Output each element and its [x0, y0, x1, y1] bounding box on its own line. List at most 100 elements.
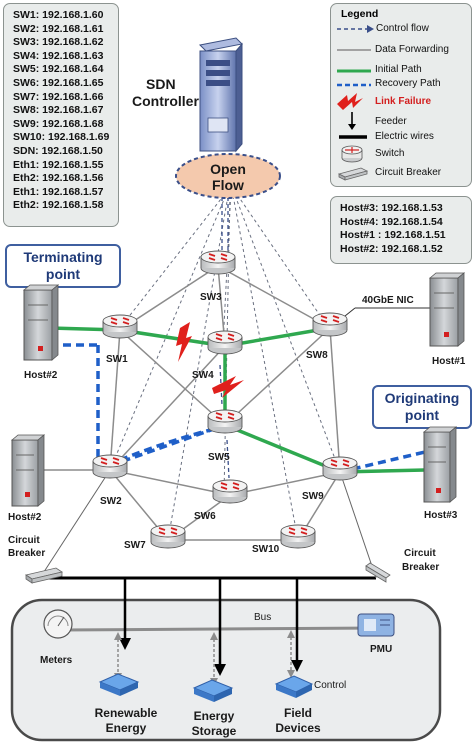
switch-sw1-icon: [102, 314, 138, 339]
switch-ip-entry-3: SW4: 192.168.1.63: [13, 49, 104, 62]
switch-ip-entry-4: SW5: 192.168.1.64: [13, 63, 104, 76]
switch-sw2-icon: [92, 454, 128, 479]
switch-sw9-icon: [322, 456, 358, 481]
controller-label-line1: SDN: [146, 76, 176, 92]
circuit-breaker-left-icon: [25, 567, 63, 584]
switch-icon: [341, 145, 363, 163]
renewable-label-line2: Energy: [106, 721, 147, 735]
control-flow-sw5-sw6: [226, 439, 230, 479]
switch-sw3-label: SW3: [200, 292, 222, 303]
switch-ip-entry-7: SW8: 192.168.1.67: [13, 104, 104, 117]
switch-sw5-icon: [207, 409, 243, 434]
legend-feeder: Feeder: [375, 116, 407, 127]
host1-server-icon: [428, 272, 466, 347]
link-failure-icon: [337, 93, 363, 110]
switch-sw10-label: SW10: [252, 544, 280, 555]
meter-icon: [43, 609, 73, 639]
circuit-breaker-right-line1: Circuit: [404, 548, 436, 559]
renewable-label-line1: Renewable: [95, 706, 158, 720]
energy-storage-icon: [192, 679, 234, 702]
switch-ip-entry-1: SW2: 192.168.1.61: [13, 22, 104, 35]
legend-initial-path: Initial Path: [375, 64, 422, 75]
switch-ip-entry-9: SW10: 192.168.1.69: [13, 131, 110, 144]
legend-switch: Switch: [375, 148, 405, 159]
host1-label: Host#1: [432, 356, 466, 367]
switch-sw2-label: SW2: [100, 496, 122, 507]
terminating-point-callout: Terminating point: [5, 244, 121, 288]
host3-server-icon: [422, 426, 458, 503]
circuit-breaker-right-line2: Breaker: [402, 562, 439, 573]
feeders: [123, 578, 299, 665]
feeder-arrow-field: [291, 660, 303, 672]
switch-sw4-icon: [207, 330, 243, 355]
host2-top-server-icon: [22, 284, 60, 361]
pmu-icon: [357, 613, 395, 637]
legend-electric-wires: Electric wires: [375, 131, 434, 142]
switch-sw8-label: SW8: [306, 350, 328, 361]
switch-sw8-icon: [312, 312, 348, 337]
link-failure-icon-sw1-sw4: [176, 322, 192, 362]
openflow-label-line2: Flow: [212, 177, 244, 193]
switch-ip-entry-6: SW7: 192.168.1.66: [13, 90, 104, 103]
switch-ip-entry-5: SW6: 192.168.1.65: [13, 76, 104, 89]
host2-top-label: Host#2: [24, 370, 58, 381]
circuit-breaker-icon: [337, 167, 369, 181]
openflow-ellipse: [175, 153, 281, 199]
feeder-arrow-storage: [214, 664, 226, 676]
circuit-breaker-right-icon: [365, 562, 391, 583]
pmu-label: PMU: [370, 644, 392, 655]
host-ip-entry-3: Host#2: 192.168.1.52: [340, 242, 443, 255]
legend-data-forwarding: Data Forwarding: [375, 44, 449, 55]
switch-sw6-label: SW6: [194, 511, 216, 522]
host3-label: Host#3: [424, 510, 458, 521]
switch-ip-entry-2: SW3: 192.168.1.62: [13, 36, 104, 49]
field-label-line1: Field: [284, 706, 312, 720]
field-label-line2: Devices: [275, 721, 321, 735]
host-ip-entry-2: Host#1 : 192.168.1.51: [340, 229, 446, 242]
switch-sw4-label: SW4: [192, 370, 214, 381]
field-devices-icon: [274, 675, 314, 698]
switch-ip-entry-0: SW1: 192.168.1.60: [13, 9, 104, 21]
switch-ip-entry-13: Eth1: 192.168.1.57: [13, 185, 104, 198]
device-control-links: [117, 632, 292, 683]
switch-sw10-icon: [280, 524, 316, 549]
legend: Legend Control flow Data Forw: [330, 3, 472, 187]
circuit-breaker-left-line2: Breaker: [8, 548, 45, 559]
switch-sw3-icon: [200, 250, 236, 275]
meters-label: Meters: [40, 655, 73, 666]
switch-ip-entry-12: Eth2: 192.168.1.56: [13, 172, 104, 185]
legend-icons: [337, 25, 374, 181]
legend-title: Legend: [341, 8, 379, 20]
originating-point-callout: Originating point: [372, 385, 472, 429]
nic-label: 40GbE NIC: [362, 295, 414, 306]
legend-circuit-breaker: Circuit Breaker: [375, 167, 442, 178]
switch-ip-entry-10: SDN: 192.168.1.50: [13, 144, 103, 157]
controller-sw-control-flow: [221, 190, 229, 258]
legend-recovery-path: Recovery Path: [375, 78, 441, 89]
sdn-controller-icon: [198, 37, 244, 153]
feeder-icon: [348, 112, 356, 130]
host-ip-entry-1: Host#4: 192.168.1.54: [340, 215, 443, 228]
controller-label-line2: Controller: [132, 93, 199, 109]
circuit-breaker-left-line1: Circuit: [8, 535, 40, 546]
switch-ip-entry-14: Eth2: 192.168.1.58: [13, 199, 104, 212]
switch-sw6-icon: [212, 479, 248, 504]
switch-ip-entry-8: SW9: 192.168.1.68: [13, 117, 104, 130]
storage-label-line2: Storage: [192, 724, 237, 738]
renewable-energy-icon: [98, 673, 140, 696]
host2-bottom-label: Host#2: [8, 512, 42, 523]
legend-control-flow: Control flow: [376, 23, 429, 34]
switch-ip-entry-11: Eth1: 192.168.1.55: [13, 158, 104, 171]
switch-sw5-label: SW5: [208, 452, 230, 463]
link-failure-icon-sw4-sw5: [212, 376, 244, 398]
feeder-arrow-renewable: [119, 638, 131, 650]
legend-link-failure: Link Failure: [375, 96, 432, 107]
control-label: Control: [314, 680, 346, 691]
openflow-label-line1: Open: [210, 161, 246, 177]
host2-bottom-server-icon: [10, 434, 46, 507]
switch-sw7-icon: [150, 524, 186, 549]
storage-label-line1: Energy: [194, 709, 235, 723]
